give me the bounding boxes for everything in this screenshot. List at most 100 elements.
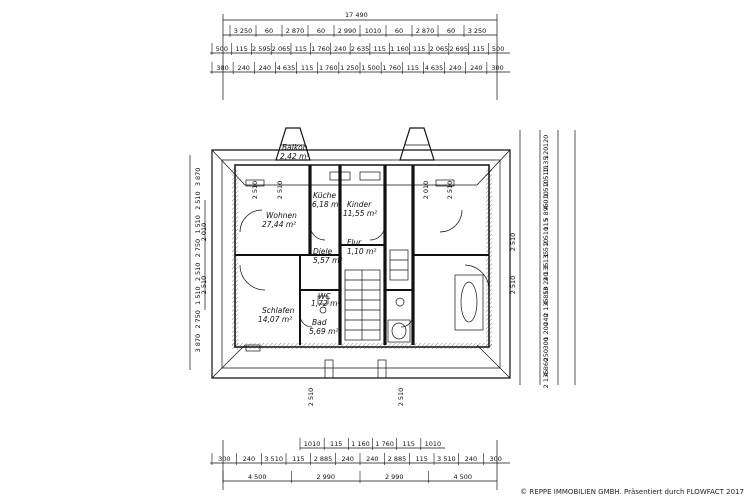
- dimension-label: 2 695: [449, 45, 468, 53]
- svg-text:Wohnen: Wohnen: [266, 211, 297, 220]
- dimension-label: 1 510: [194, 215, 202, 234]
- dimension-label: 1 510: [542, 239, 550, 258]
- dimension-label: 380: [216, 64, 228, 72]
- dimension-label: 240: [243, 455, 255, 463]
- dimension-label: 3 510: [264, 455, 283, 463]
- dimension-label: 1 760: [382, 64, 401, 72]
- dimension-label: 240: [542, 313, 550, 325]
- opening-label: 2 510: [200, 276, 208, 295]
- dimension-label: 60: [265, 27, 273, 35]
- dimension-label: 120: [542, 135, 550, 147]
- dimension-label: 1 510: [194, 286, 202, 305]
- dormer-left: [275, 127, 311, 161]
- dimension-label: 240: [470, 64, 482, 72]
- dimension-label: 300: [542, 337, 550, 349]
- door-swings: [239, 209, 490, 328]
- dimension-label: 115: [301, 64, 313, 72]
- room-label-wohnen: Wohnen 27,44 m²: [262, 211, 297, 229]
- dimension-label: 3 250: [234, 27, 253, 35]
- room-label-flur: Flur 1,10 m²: [347, 238, 376, 256]
- dimension-label: 115: [407, 64, 419, 72]
- dimension-label: 1 500: [361, 64, 380, 72]
- opening-label: 2 010: [422, 181, 430, 200]
- svg-text:1,72 m²: 1,72 m²: [311, 299, 340, 308]
- dimension-label: 120: [542, 147, 550, 159]
- room-label-wc: WC 1,72 m²: [311, 292, 340, 308]
- room-label-schlafen: Schlafen 14,07 m²: [258, 306, 295, 324]
- svg-text:2,42 m²: 2,42 m²: [280, 152, 309, 161]
- dimension-label: 2 510: [194, 263, 202, 282]
- opening-label: 2 510: [509, 276, 517, 295]
- opening-label: 2 510: [446, 181, 454, 200]
- dimension-label: 2 750: [194, 239, 202, 258]
- svg-text:WC: WC: [318, 292, 331, 301]
- dimension-label: 240: [449, 64, 461, 72]
- overall-width-dimension: 17 490: [345, 11, 368, 19]
- svg-text:Schlafen: Schlafen: [262, 306, 295, 315]
- dimension-label: 115: [413, 45, 425, 53]
- svg-text:Küche: Küche: [313, 191, 336, 200]
- dimension-label: 115: [472, 45, 484, 53]
- svg-text:5,57 m²: 5,57 m²: [313, 256, 342, 265]
- svg-text:Diele: Diele: [313, 247, 333, 256]
- dimension-label: 4 635: [277, 64, 296, 72]
- opening-label: 2 510: [509, 233, 517, 252]
- svg-text:1,10 m²: 1,10 m²: [347, 247, 376, 256]
- right-dimension-chain: [519, 130, 576, 385]
- svg-text:Bad: Bad: [312, 318, 327, 327]
- dimension-label: 2 635: [351, 45, 370, 53]
- room-label-balkon: Balkon 2,42 m²: [280, 143, 309, 161]
- dimension-label: 1010: [304, 440, 321, 448]
- dimension-label: 1010: [425, 440, 442, 448]
- dimension-label: 2 870: [286, 27, 305, 35]
- dimension-label: 3 250: [468, 27, 487, 35]
- opening-label: 2 510: [251, 181, 259, 200]
- dimension-label: 60: [395, 27, 403, 35]
- svg-text:Balkon: Balkon: [282, 143, 308, 152]
- dimension-label: 2 990: [316, 473, 335, 481]
- dimension-label: 4 850: [542, 286, 550, 305]
- dimension-label: 4 860: [542, 358, 550, 377]
- dimension-label: 2 990: [385, 473, 404, 481]
- dimension-label: 500: [492, 45, 504, 53]
- window-markers: [245, 171, 455, 379]
- dimension-label: 240: [341, 455, 353, 463]
- opening-label: 2 510: [307, 388, 315, 407]
- dimension-label: 2 885: [314, 455, 333, 463]
- opening-label: 2 510: [276, 181, 284, 200]
- dormer-right: [399, 127, 435, 161]
- dimension-label: 240: [465, 455, 477, 463]
- svg-text:27,44 m²: 27,44 m²: [262, 220, 296, 229]
- dimension-label: 3 870: [194, 168, 202, 187]
- dimension-label: 1 760: [375, 440, 394, 448]
- dimension-label: 2 135: [542, 263, 550, 282]
- left-dimension-chain: [189, 155, 206, 370]
- dimension-label: 2 510: [542, 227, 550, 246]
- dimension-label: 2 990: [338, 27, 357, 35]
- opening-label: 2 510: [397, 388, 405, 407]
- dimension-label: 500: [216, 45, 228, 53]
- dimension-label: 115: [330, 440, 342, 448]
- dimension-label: 2 870: [416, 27, 435, 35]
- svg-text:6,18 m²: 6,18 m²: [312, 200, 341, 209]
- dimension-label: 60: [317, 27, 325, 35]
- dimension-label: 240: [238, 64, 250, 72]
- dimension-label: 115: [292, 455, 304, 463]
- dimension-label: 1 250: [340, 64, 359, 72]
- dimension-label: 1 160: [351, 440, 370, 448]
- dimension-label: 2 510: [194, 191, 202, 210]
- svg-text:11,55 m²: 11,55 m²: [343, 209, 377, 218]
- dimension-label: 4 635: [425, 64, 444, 72]
- opening-label: 2 010: [200, 223, 208, 242]
- dimension-label: 1010: [365, 27, 382, 35]
- dimension-label: 13 240: [542, 272, 550, 295]
- copyright-credit: © REPPE IMMOBILIEN GMBH. Präsentiert dur…: [520, 488, 744, 496]
- dimension-label: 2 135: [542, 298, 550, 317]
- dimension-label: 115: [415, 455, 427, 463]
- dimension-label: 2 595: [252, 45, 271, 53]
